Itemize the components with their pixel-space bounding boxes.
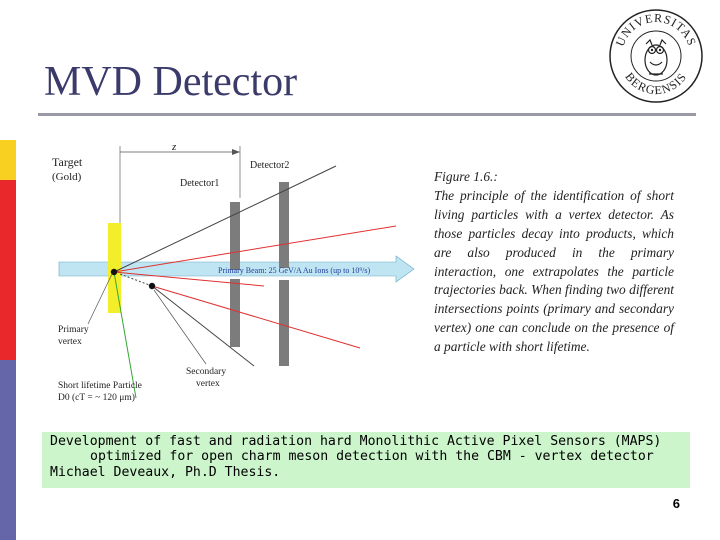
slide-title: MVD Detector	[44, 59, 298, 105]
reference-line-1: Development of fast and radiation hard M…	[50, 434, 662, 449]
beam-label: Primary Beam: 25 GeV/A Au Ions (up to 10…	[218, 266, 370, 275]
sidebar-segment-red-lower	[0, 180, 16, 360]
page-number: 6	[672, 496, 680, 511]
z-label: z	[171, 141, 177, 153]
figure-caption-body: The principle of the identification of s…	[434, 187, 674, 355]
track-red-short	[113, 271, 265, 287]
detector1-upper-plane	[230, 202, 240, 270]
reference-line-2: optimized for open charm meson detection…	[90, 449, 654, 464]
secondary-vertex-pointer	[153, 289, 207, 365]
secondary-vertex-point	[148, 282, 156, 290]
track-black-upper	[113, 165, 337, 273]
track-black-lower	[151, 285, 255, 367]
track-green-secondary	[113, 271, 137, 399]
particle-tracks	[113, 165, 397, 399]
title-underline	[38, 113, 696, 116]
primary-vertex-point	[110, 268, 118, 276]
detector1-lower-plane	[230, 279, 240, 347]
detector2-label: Detector2	[250, 160, 289, 171]
particle-label-1: Short lifetime Particle	[58, 380, 142, 391]
track-decay-link	[119, 273, 153, 287]
gold-target	[108, 223, 121, 313]
university-seal-logo: UNIVERSITAS BERGENSIS	[609, 9, 703, 103]
particle-label-2: D0 (cT = ~ 120 μm)	[58, 392, 135, 403]
primary-vertex-pointer	[87, 273, 113, 325]
detector2-upper-plane	[279, 182, 289, 268]
detector1-label: Detector1	[180, 178, 219, 189]
reference-box: Development of fast and radiation hard M…	[42, 432, 690, 488]
sidebar-segment-blue	[0, 360, 16, 540]
detector2-lower-plane	[279, 280, 289, 366]
track-red-lower	[151, 285, 361, 349]
reference-line-3: Michael Deveaux, Ph.D Thesis.	[50, 465, 281, 480]
figure-caption-heading: Figure 1.6.:	[434, 169, 498, 184]
sidebar-segment-yellow	[0, 140, 16, 180]
secondary-vertex-label-1: Secondary	[186, 367, 226, 377]
sidebar-color-bar	[0, 0, 16, 540]
track-red-upper	[113, 225, 397, 273]
primary-vertex-label-2: vertex	[58, 337, 82, 347]
target-label: Target	[52, 155, 83, 169]
figure-caption: Figure 1.6.: The principle of the identi…	[434, 168, 674, 357]
target-sub-label: (Gold)	[52, 171, 82, 183]
z-arrowhead	[232, 149, 240, 155]
owl-icon	[644, 38, 668, 76]
vertex-detector-diagram: z Target (Gold) Detector1 Detector2 Prim…	[52, 141, 415, 403]
secondary-vertex-label-2: vertex	[196, 379, 220, 389]
primary-vertex-label-1: Primary	[58, 325, 89, 335]
